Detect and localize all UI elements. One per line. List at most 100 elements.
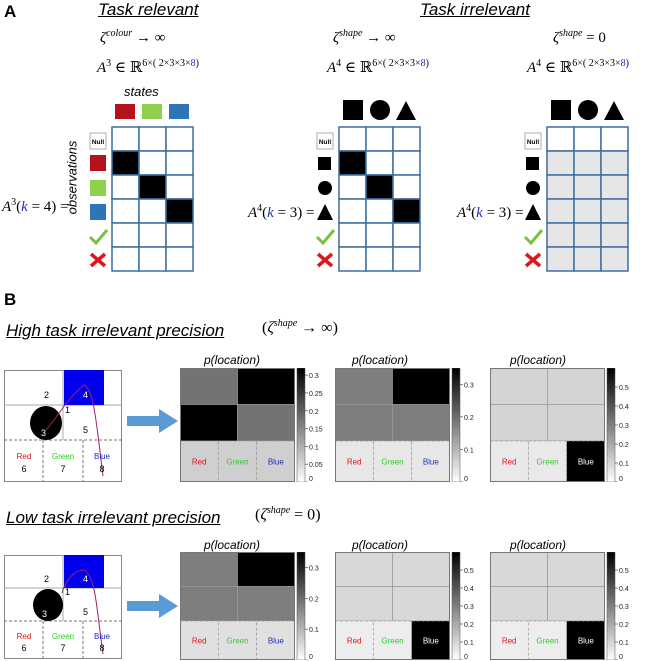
colorbar-tick-label: 0 bbox=[464, 476, 468, 482]
colorbar-gradient bbox=[296, 368, 306, 482]
dim-suffix: ) bbox=[425, 58, 429, 69]
trajectory-path bbox=[83, 384, 104, 477]
matrix-cell bbox=[365, 246, 394, 272]
bin-cell bbox=[180, 620, 219, 660]
grid-number: 2 bbox=[44, 390, 49, 400]
set-tail: ∈ ℝ bbox=[114, 60, 143, 76]
circle-icon bbox=[370, 100, 390, 120]
matrix-cell bbox=[165, 150, 194, 176]
matrix-cell bbox=[338, 246, 367, 272]
bin-cell bbox=[217, 440, 258, 482]
colorbar-tick-label: 0.1 bbox=[309, 627, 319, 634]
location-cell bbox=[180, 552, 238, 587]
grid-number: 3 bbox=[42, 609, 47, 619]
state-red-swatch bbox=[115, 104, 135, 119]
matrix-cell bbox=[392, 198, 421, 224]
matrix-grid bbox=[338, 126, 421, 272]
matrix-cell bbox=[165, 222, 194, 248]
colorbar-tick-label: 0.4 bbox=[464, 586, 474, 593]
env-blue-square bbox=[64, 370, 104, 405]
matrix-cell bbox=[338, 126, 367, 152]
grid-number: 5 bbox=[83, 607, 88, 617]
zeta-symbol: ζ bbox=[100, 30, 107, 46]
colorbar-tick-label: 0.5 bbox=[619, 568, 629, 575]
matrix-cell bbox=[165, 198, 194, 224]
matrix-grid bbox=[111, 126, 194, 272]
bin-label: Blue bbox=[578, 637, 595, 646]
row2-zeta-expr: (ζshape = 0) bbox=[255, 505, 321, 524]
location-cell bbox=[392, 404, 450, 442]
bin-label-red: Red bbox=[17, 632, 32, 641]
plocation-title: p(location) bbox=[509, 538, 567, 552]
circle-icon bbox=[578, 100, 598, 120]
zeta-symbol: ζ bbox=[553, 30, 560, 46]
state-blue-swatch bbox=[169, 104, 189, 119]
colorbar-gradient bbox=[296, 552, 306, 660]
colorbar-tick-label: 0.3 bbox=[309, 373, 319, 380]
matrix-cell bbox=[338, 198, 367, 224]
bin-number: 7 bbox=[60, 643, 65, 653]
matrix-symbol: A bbox=[457, 205, 467, 221]
zeta-tail: = 0 bbox=[586, 30, 606, 46]
matrix-cell bbox=[600, 174, 629, 200]
null-box bbox=[89, 132, 107, 150]
colorbar-tick-label: 0.1 bbox=[309, 444, 319, 451]
matrix-colour: Null bbox=[88, 104, 194, 272]
location-cell bbox=[490, 404, 548, 442]
matrix-cell bbox=[392, 150, 421, 176]
colorbar-tick-label: 0.3 bbox=[309, 565, 319, 572]
zeta-tail: → ∞ bbox=[301, 319, 333, 337]
plocation-title: p(location) bbox=[203, 538, 261, 552]
k-symbol: k bbox=[267, 205, 274, 221]
bin-label: Green bbox=[226, 458, 248, 467]
bin-cell bbox=[372, 440, 413, 482]
colorbar-tick-label: 0.15 bbox=[309, 427, 323, 434]
matrix-cell bbox=[365, 150, 394, 176]
matrix-cell bbox=[138, 246, 167, 272]
matrix-symbol: A bbox=[248, 205, 258, 221]
task-relevant-title: Task relevant bbox=[98, 0, 199, 19]
zeta-symbol: ζ bbox=[333, 30, 340, 46]
bin-label: Green bbox=[381, 637, 403, 646]
bin-label: Green bbox=[381, 458, 403, 467]
matrix-sup: 3 bbox=[11, 197, 17, 208]
matrix-cell bbox=[365, 174, 394, 200]
bin-cell bbox=[335, 620, 374, 660]
zeta-sup: shape bbox=[273, 318, 298, 329]
bin-label: Red bbox=[347, 458, 362, 467]
colorbar-tick-label: 0.1 bbox=[619, 461, 629, 468]
lhs-expr-3: A4(k = 3) = bbox=[457, 203, 524, 221]
bin-number: 7 bbox=[60, 464, 65, 474]
square-icon bbox=[551, 100, 571, 120]
colorbar-gradient bbox=[606, 368, 616, 482]
matrix-cell bbox=[165, 174, 194, 200]
location-cell bbox=[547, 368, 605, 405]
heatmap-frame bbox=[180, 552, 295, 660]
location-cell bbox=[547, 552, 605, 587]
null-box bbox=[316, 132, 334, 150]
matrix-symbol: A bbox=[97, 60, 107, 76]
bin-cell bbox=[256, 620, 295, 660]
dim-prefix: 6×( 2×3×3× bbox=[372, 58, 421, 69]
heatmap-frame bbox=[490, 552, 605, 660]
bin-cell bbox=[180, 440, 219, 482]
plocation-title: p(location) bbox=[509, 353, 567, 367]
matrix-cell bbox=[573, 174, 602, 200]
colorbar-tick-label: 0.4 bbox=[619, 586, 629, 593]
null-box bbox=[524, 132, 542, 150]
bin-number: 6 bbox=[21, 464, 26, 474]
bin-label: Green bbox=[536, 458, 558, 467]
bin-label: Red bbox=[347, 637, 362, 646]
matrix-sup: 4 bbox=[257, 203, 263, 214]
location-cell bbox=[180, 404, 238, 442]
check-icon bbox=[88, 229, 109, 246]
bin-number: 6 bbox=[21, 643, 26, 653]
obs-blue-swatch bbox=[90, 204, 106, 220]
grid-number: 4 bbox=[83, 390, 88, 400]
lhs-eq: = 3) = bbox=[277, 205, 315, 221]
location-cell bbox=[392, 552, 450, 587]
zeta-tail: → ∞ bbox=[366, 30, 396, 46]
